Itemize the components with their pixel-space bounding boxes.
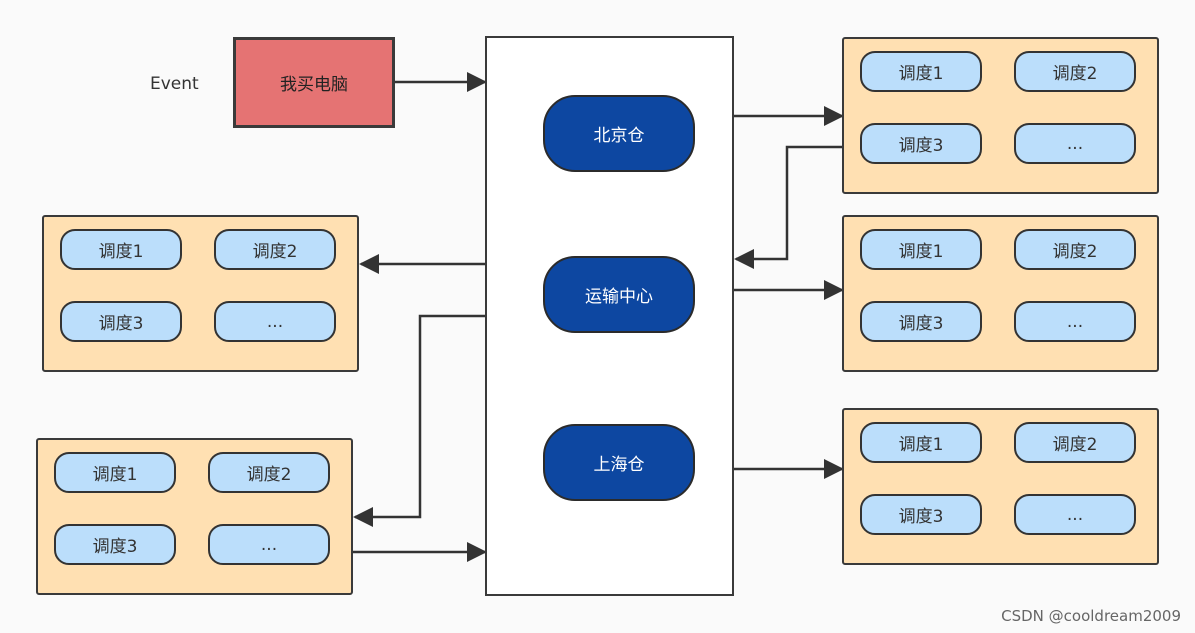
- dispatch-item: 调度1: [860, 422, 982, 463]
- dispatch-item: 调度3: [860, 301, 982, 342]
- dispatch-item: 调度3: [860, 494, 982, 535]
- node-beijing-warehouse: 北京仓: [543, 95, 695, 172]
- arrow-group-r1-to-center: [734, 145, 842, 269]
- dispatch-item: 调度3: [860, 123, 982, 164]
- dispatch-item: ...: [214, 301, 336, 342]
- dispatch-item: 调度1: [60, 229, 182, 270]
- node-transport-center: 运输中心: [543, 256, 695, 333]
- dispatch-item: ...: [1014, 123, 1136, 164]
- event-box: 我买电脑: [233, 37, 395, 128]
- dispatch-item: 调度2: [208, 452, 330, 493]
- dispatch-item: ...: [1014, 301, 1136, 342]
- dispatch-group-left-1: 调度1 调度2 调度3 ...: [42, 215, 359, 372]
- dispatch-item: 调度1: [54, 452, 176, 493]
- event-label: Event: [150, 74, 199, 94]
- watermark: CSDN @cooldream2009: [1001, 607, 1181, 625]
- dispatch-group-right-3: 调度1 调度2 调度3 ...: [842, 408, 1159, 565]
- dispatch-item: 调度2: [214, 229, 336, 270]
- dispatch-group-right-2: 调度1 调度2 调度3 ...: [842, 215, 1159, 372]
- dispatch-item: 调度2: [1014, 51, 1136, 92]
- dispatch-group-right-1: 调度1 调度2 调度3 ...: [842, 37, 1159, 194]
- dispatch-item: ...: [1014, 494, 1136, 535]
- node-shanghai-warehouse: 上海仓: [543, 424, 695, 501]
- arrow-center-to-group-l2: [353, 314, 485, 527]
- dispatch-item: 调度2: [1014, 422, 1136, 463]
- dispatch-item: 调度1: [860, 51, 982, 92]
- dispatch-item: 调度3: [60, 301, 182, 342]
- dispatch-item: ...: [208, 524, 330, 565]
- dispatch-item: 调度2: [1014, 229, 1136, 270]
- dispatch-item: 调度3: [54, 524, 176, 565]
- dispatch-item: 调度1: [860, 229, 982, 270]
- dispatch-group-left-2: 调度1 调度2 调度3 ...: [36, 438, 353, 595]
